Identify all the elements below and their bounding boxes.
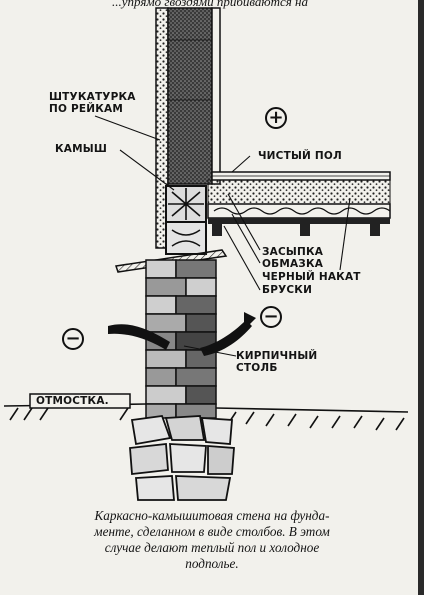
stone-footing xyxy=(129,415,235,501)
label-joists: БРУСКИ xyxy=(262,284,313,296)
label-reed: КАМЫШ xyxy=(55,143,108,155)
label-plaster: ШТУКАТУРКА ПО РЕЙКАМ xyxy=(49,91,136,115)
floor-layers xyxy=(207,171,391,236)
sill-logs xyxy=(165,185,207,255)
top-text-fragment: ...упрямо гвоздями прибиваются на xyxy=(111,0,309,9)
label-brick-pillar: КИРПИЧНЫЙ СТОЛБ xyxy=(236,350,318,374)
wall-column xyxy=(155,7,221,249)
label-clean-floor: ЧИСТЫЙ ПОЛ xyxy=(258,150,342,162)
label-backfill: ЗАСЫПКА xyxy=(262,246,324,258)
label-coating: ОБМАЗКА xyxy=(262,258,324,270)
plus-sign-icon: + xyxy=(265,107,287,129)
label-blind-area: ОТМОСТКА. xyxy=(36,395,109,407)
leader-lines xyxy=(94,115,351,357)
minus-sign-right-icon: − xyxy=(260,306,282,328)
figure-caption: Каркасно-камышитовая стена на фунда- мен… xyxy=(94,508,330,571)
page-edge-strip xyxy=(418,0,424,595)
heat-flow-arrows xyxy=(108,312,256,356)
label-rough-floor: ЧЕРНЫЙ НАКАТ xyxy=(262,271,361,283)
blind-area-slab xyxy=(29,393,131,409)
minus-sign-left-icon: − xyxy=(62,328,84,350)
